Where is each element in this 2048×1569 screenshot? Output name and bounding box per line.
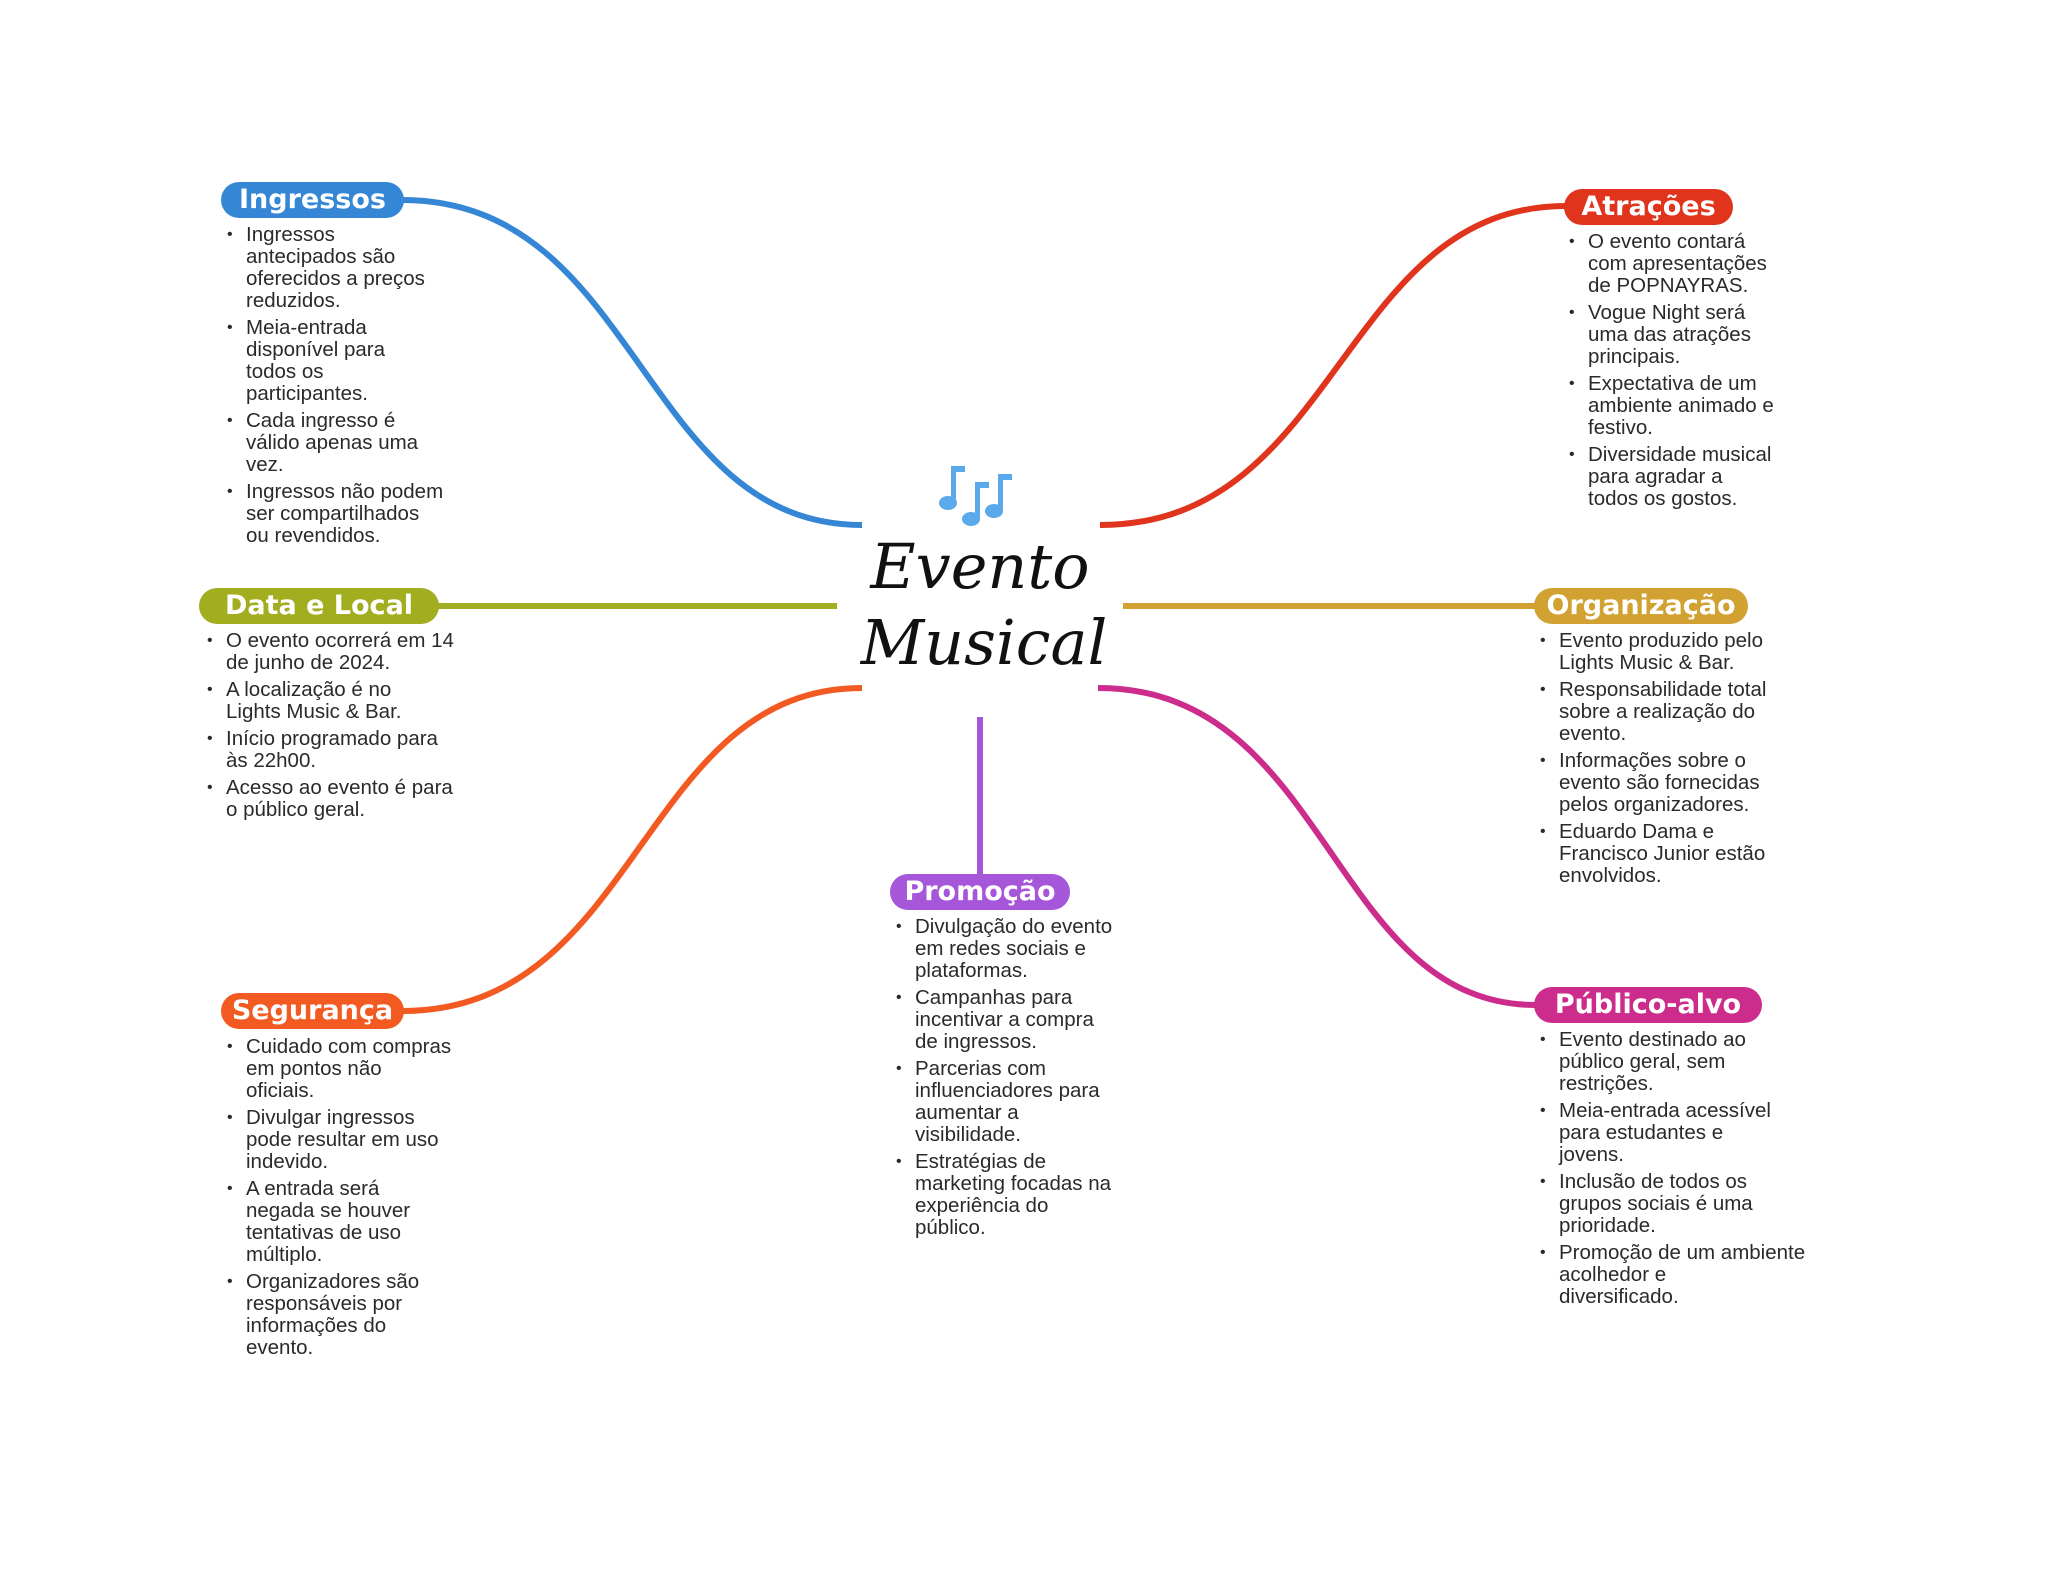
organizacao-list: Evento produzido pelo Lights Music & Bar… — [1537, 630, 1766, 892]
topic-publico-alvo[interactable]: Público-alvo — [1534, 987, 1762, 1023]
list-item: Promoção de um ambiente acolhedor e dive… — [1537, 1242, 1805, 1308]
promocao-list: Divulgação do evento em redes sociais e … — [893, 916, 1112, 1244]
list-item: Expectativa de um ambiente animado e fes… — [1566, 373, 1774, 439]
list-item: Divulgação do evento em redes sociais e … — [893, 916, 1112, 982]
list-item: A localização é no Lights Music & Bar. — [204, 679, 454, 723]
list-item: Início programado para às 22h00. — [204, 728, 454, 772]
list-item: Diversidade musical para agradar a todos… — [1566, 444, 1774, 510]
list-item: Eduardo Dama e Francisco Junior estão en… — [1537, 821, 1766, 887]
link-seguranca — [401, 685, 863, 1014]
list-item: Acesso ao evento é para o público geral. — [204, 777, 454, 821]
list-item: Evento destinado ao público geral, sem r… — [1537, 1029, 1805, 1095]
list-item: Evento produzido pelo Lights Music & Bar… — [1537, 630, 1766, 674]
list-item: Inclusão de todos os grupos sociais é um… — [1537, 1171, 1805, 1237]
link-publico — [1097, 685, 1537, 1008]
list-item: Estratégias de marketing focadas na expe… — [893, 1151, 1112, 1239]
list-item: Cada ingresso é válido apenas uma vez. — [224, 410, 443, 476]
list-item: Meia-entrada acessível para estudantes e… — [1537, 1100, 1805, 1166]
central-title-line1: Evento — [870, 530, 1090, 603]
atracoes-list: O evento contará com apresentações de PO… — [1566, 231, 1774, 515]
list-item: Organizadores são responsáveis por infor… — [224, 1271, 451, 1359]
list-item: A entrada será negada se houver tentativ… — [224, 1178, 451, 1266]
list-item: Parcerias com influenciadores para aumen… — [893, 1058, 1112, 1146]
list-item: Ingressos antecipados são oferecidos a p… — [224, 224, 443, 312]
seguranca-list: Cuidado com compras em pontos não oficia… — [224, 1036, 451, 1364]
topic-promocao[interactable]: Promoção — [890, 874, 1070, 910]
publico-alvo-list: Evento destinado ao público geral, sem r… — [1537, 1029, 1805, 1313]
list-item: O evento ocorrerá em 14 de junho de 2024… — [204, 630, 454, 674]
list-item: Responsabilidade total sobre a realizaçã… — [1537, 679, 1766, 745]
list-item: Ingressos não podem ser compartilhados o… — [224, 481, 443, 547]
topic-seguranca[interactable]: Segurança — [221, 993, 404, 1029]
ingressos-list: Ingressos antecipados são oferecidos a p… — [224, 224, 443, 552]
topic-ingressos[interactable]: Ingressos — [221, 182, 404, 218]
central-title-line2: Musical — [860, 606, 1108, 679]
list-item: Cuidado com compras em pontos não oficia… — [224, 1036, 451, 1102]
list-item: Meia-entrada disponível para todos os pa… — [224, 317, 443, 405]
data-local-list: O evento ocorrerá em 14 de junho de 2024… — [204, 630, 454, 826]
link-atracoes — [1099, 203, 1567, 528]
list-item: Informações sobre o evento são fornecida… — [1537, 750, 1766, 816]
topic-organizacao[interactable]: Organização — [1534, 588, 1748, 624]
list-item: Vogue Night será uma das atrações princi… — [1566, 302, 1774, 368]
link-ingressos — [401, 197, 863, 528]
topic-data-local[interactable]: Data e Local — [199, 588, 439, 624]
list-item: Campanhas para incentivar a compra de in… — [893, 987, 1112, 1053]
list-item: Divulgar ingressos pode resultar em uso … — [224, 1107, 451, 1173]
music-notes-icon — [939, 466, 1012, 526]
list-item: O evento contará com apresentações de PO… — [1566, 231, 1774, 297]
topic-atracoes[interactable]: Atrações — [1564, 189, 1733, 225]
